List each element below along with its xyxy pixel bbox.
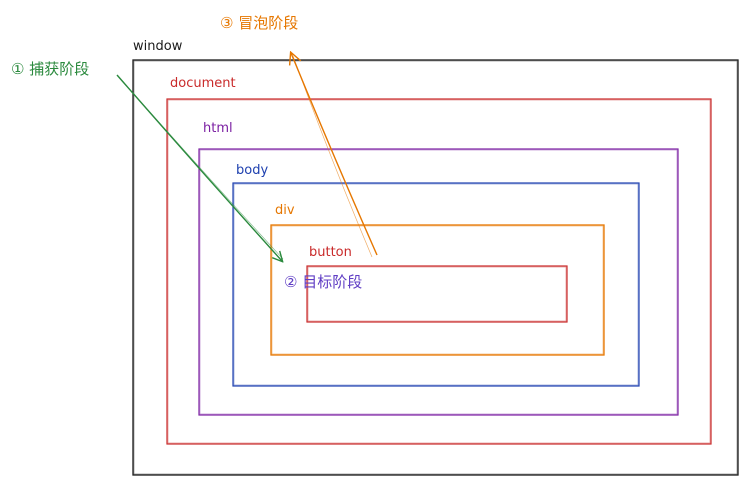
div-box: div [270,203,605,356]
body-box: body [232,163,640,387]
document-label: document [170,76,236,91]
capture-arrow [116,74,283,261]
button-box: button [306,245,568,323]
document-box: document [166,76,712,445]
capture-phase-label: ① 捕获阶段 [11,60,89,78]
button-label: button [309,245,352,260]
div-label: div [275,203,295,218]
html-box: html [198,121,679,416]
body-label: body [236,163,268,178]
bubble-phase-label: ③ 冒泡阶段 [220,14,298,32]
html-label: html [203,121,233,136]
bubble-arrow [291,53,378,258]
window-label: window [133,39,183,54]
target-phase-label: ② 目标阶段 [284,273,362,291]
window-box: window [132,39,739,476]
